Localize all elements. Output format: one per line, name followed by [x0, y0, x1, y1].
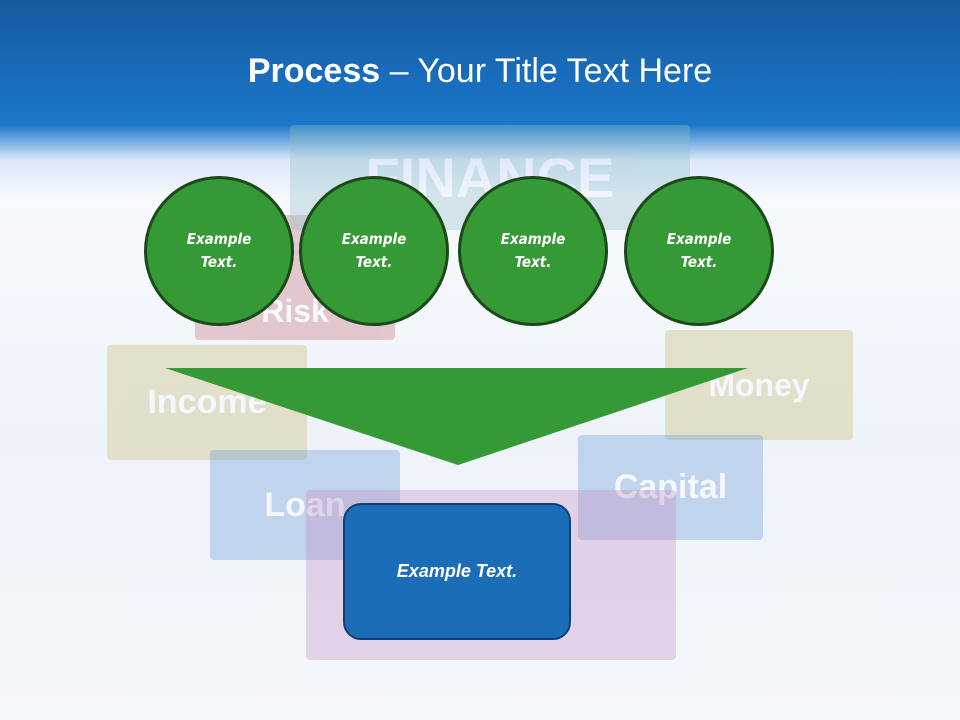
title-bar	[0, 0, 960, 200]
step-circle-3[interactable]: Example Text.	[458, 176, 608, 326]
result-box-text: Example Text.	[396, 561, 518, 581]
step-circle-4-text: Example Text.	[666, 230, 732, 271]
step-circle-3-text: Example Text.	[500, 230, 566, 271]
block-capital: Capital	[578, 435, 763, 540]
funnel-triangle	[165, 368, 748, 465]
step-circle-2[interactable]: Example Text.	[299, 176, 449, 326]
step-circle-1-text: Example Text.	[186, 230, 252, 271]
result-box[interactable]: Example Text.	[343, 503, 571, 640]
step-circle-4[interactable]: Example Text.	[624, 176, 774, 326]
step-circle-1[interactable]: Example Text.	[144, 176, 294, 326]
step-circle-2-text: Example Text.	[341, 230, 407, 271]
slide-title: Process – Your Title Text Here	[247, 52, 713, 90]
